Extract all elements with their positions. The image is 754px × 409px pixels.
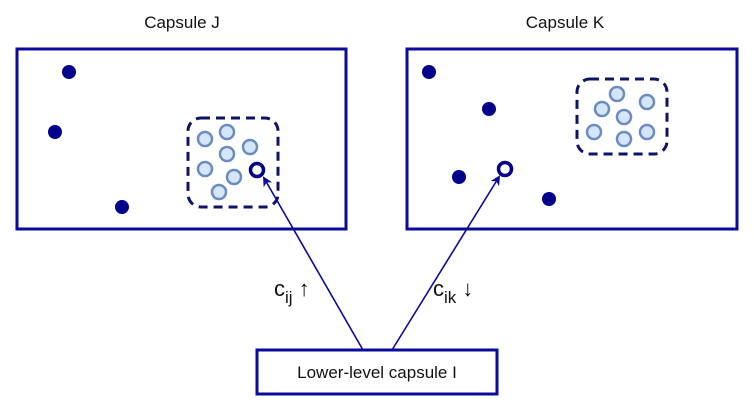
- capsule-k-cluster-points: [585, 85, 656, 148]
- capsule-j-dot: [48, 125, 62, 139]
- svg-text:cik↓: cik ↓: [433, 276, 473, 307]
- capsule-k-box: [405, 47, 739, 231]
- arrow-to-capsule-j: [263, 176, 364, 351]
- capsule-j-cluster-point: [196, 130, 214, 148]
- coupling-ik-symbol: c: [433, 276, 444, 301]
- capsule-j-title: Capsule J: [144, 13, 220, 32]
- lower-capsule-label: Lower-level capsule I: [297, 363, 457, 382]
- increase-arrow-icon: ↑: [299, 276, 310, 301]
- capsule-k-cluster-point: [615, 130, 633, 148]
- capsule-j-cluster-point: [218, 145, 236, 163]
- coupling-ij-symbol: c: [274, 276, 285, 301]
- capsule-k-cluster-point: [593, 100, 611, 118]
- capsule-j-cluster-region: [186, 116, 280, 209]
- capsule-j-box: [15, 47, 348, 231]
- capsule-k-cluster-point: [608, 85, 626, 103]
- capsule-j-cluster-points: [196, 123, 259, 201]
- capsule-k-cluster-point: [615, 108, 633, 126]
- capsule-j-cluster-point: [218, 123, 236, 141]
- decrease-arrow-icon: ↓: [462, 276, 473, 301]
- arrow-to-capsule-k: [391, 175, 501, 351]
- capsule-k-dots: [422, 65, 556, 206]
- capsule-j-dot: [115, 200, 129, 214]
- lower-capsule-box: [255, 348, 499, 396]
- capsule-j-cluster-point: [241, 138, 259, 156]
- capsule-k-cluster-point: [638, 93, 656, 111]
- capsule-k-title: Capsule K: [526, 13, 605, 32]
- coupling-ij-subscript: ij: [285, 288, 293, 307]
- coupling-label-ij: cij ↑: [274, 276, 310, 307]
- capsule-j-dots: [48, 65, 129, 214]
- capsule-k-prediction-point: [496, 160, 514, 178]
- capsule-j-cluster-point: [210, 183, 228, 201]
- capsule-k-dot: [482, 102, 496, 116]
- capsule-j-dot: [62, 65, 76, 79]
- coupling-label-ik: cik ↓: [433, 276, 473, 307]
- capsule-k-dot: [542, 192, 556, 206]
- capsule-k-cluster-point: [585, 123, 603, 141]
- svg-text:cij↑: cij ↑: [274, 276, 310, 307]
- coupling-ik-subscript: ik: [444, 288, 457, 307]
- capsule-k-cluster-point: [638, 123, 656, 141]
- capsule-j-cluster-point: [225, 168, 243, 186]
- capsule-j-cluster-point: [196, 160, 214, 178]
- capsule-k-dot: [422, 65, 436, 79]
- capsule-j-prediction-point: [248, 161, 266, 179]
- capsule-k-dot: [452, 170, 466, 184]
- capsule-k-cluster-region: [575, 77, 669, 156]
